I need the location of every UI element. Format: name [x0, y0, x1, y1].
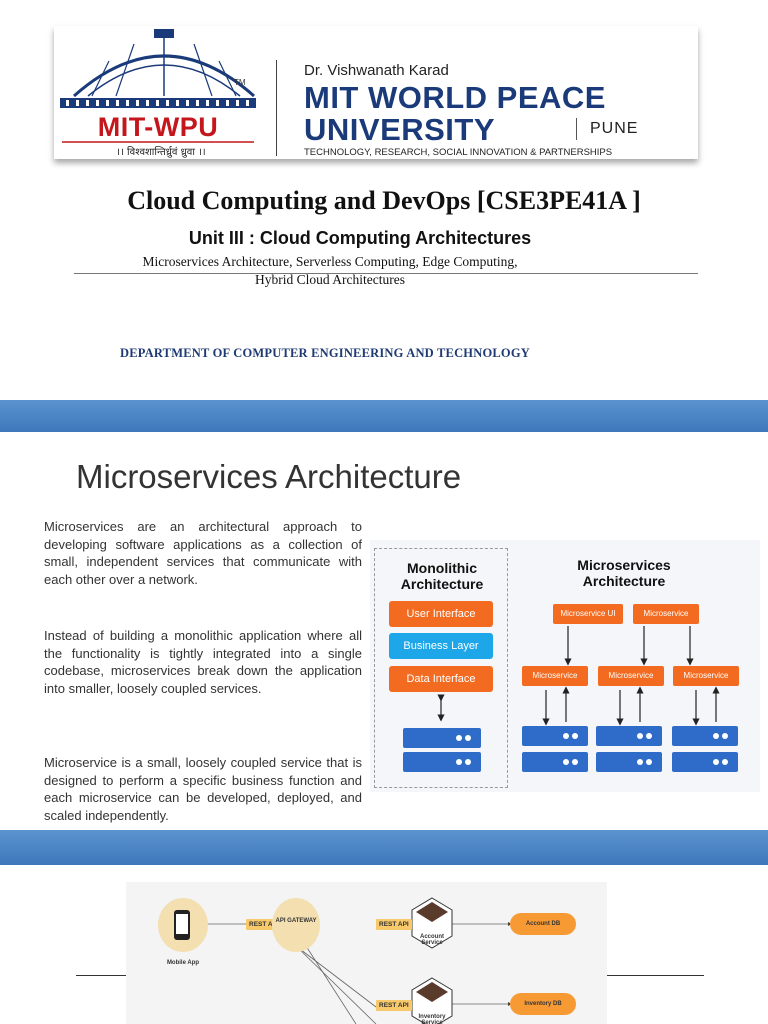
university-tagline: TECHNOLOGY, RESEARCH, SOCIAL INNOVATION …: [304, 147, 613, 158]
monolith-vs-microservices-diagram: Monolithic Architecture User Interface B…: [370, 540, 760, 792]
server-icon: [672, 726, 738, 746]
layer-data-interface: Data Interface: [389, 666, 493, 692]
microservice-box-3: Microservice: [673, 666, 739, 686]
slide-rule-right: [607, 975, 704, 976]
city-divider: [576, 118, 577, 140]
layer-business: Business Layer: [389, 633, 493, 659]
topics-line-2: Hybrid Cloud Architectures: [255, 272, 405, 287]
paragraph-definition: Microservices are an architectural appro…: [44, 519, 362, 587]
unit-topics: Microservices Architecture, Serverless C…: [0, 253, 660, 289]
slide-separator-band: [0, 400, 768, 432]
paragraph-microservice: Microservice is a small, loosely coupled…: [44, 755, 362, 823]
server-icon: [596, 752, 662, 772]
dome-logo-icon: [60, 29, 256, 143]
university-founder: Dr. Vishwanath Karad: [304, 62, 449, 79]
server-icon: [672, 752, 738, 772]
topics-rule: [74, 273, 698, 274]
paragraph-comparison: Instead of building a monolithic applica…: [44, 628, 362, 696]
api-gateway-node: [272, 898, 320, 952]
mobile-app-label: Mobile App: [166, 960, 200, 966]
server-icon: [596, 726, 662, 746]
server-icon: [403, 728, 481, 748]
api-gateway-diagram: Mobile App REST API API GATEWAY REST API…: [126, 882, 607, 1024]
university-banner: TM MIT-WPU ।। विश्वशान्तिर्ध्रुवं ध्रुवा…: [54, 26, 698, 159]
course-title: Cloud Computing and DevOps [CSE3PE41A ]: [127, 186, 641, 215]
topics-line-1: Microservices Architecture, Serverless C…: [142, 254, 518, 269]
monolith-title: Monolithic Architecture: [400, 560, 484, 592]
server-icon: [403, 752, 481, 772]
university-name-line1: MIT WORLD PEACE: [304, 80, 606, 115]
logo-wordmark: MIT-WPU: [97, 112, 219, 142]
microservice-box-2: Microservice: [598, 666, 664, 686]
department-name: DEPARTMENT OF COMPUTER ENGINEERING AND T…: [120, 346, 530, 360]
account-service-label: Account Service: [420, 934, 444, 946]
server-icon: [522, 726, 588, 746]
rest-api-tag: REST API: [376, 1000, 412, 1011]
rest-api-tag: REST API: [246, 919, 282, 930]
inventory-db: Inventory DB: [510, 993, 576, 1015]
api-gateway-label: API GATEWAY: [275, 918, 317, 924]
microservice-ui-box: Microservice UI: [553, 604, 623, 624]
banner-divider: [276, 60, 277, 156]
microservices-title: Microservices Architecture: [577, 557, 671, 589]
trademark-mark: TM: [234, 78, 246, 87]
logo-motto: ।। विश्वशान्तिर्ध्रुवं ध्रुवा ।।: [116, 147, 206, 158]
account-db: Account DB: [510, 913, 576, 935]
university-name-line2: UNIVERSITY: [304, 112, 496, 147]
title-slide: TM MIT-WPU ।। विश्वशान्तिर्ध्रुवं ध्रुवा…: [0, 0, 768, 400]
slide-separator-band: [0, 830, 768, 865]
microservice-top-box: Microservice: [633, 604, 699, 624]
server-icon: [522, 752, 588, 772]
phone-icon: [174, 910, 190, 940]
layer-user-interface: User Interface: [389, 601, 493, 627]
slide-title: Microservices Architecture: [76, 458, 462, 495]
diagram-arrows: [437, 626, 720, 726]
slide-rule-left: [76, 975, 126, 976]
microservice-box-1: Microservice: [522, 666, 588, 686]
rest-api-tag: REST API: [376, 919, 412, 930]
university-city: PUNE: [590, 120, 639, 137]
unit-title: Unit III : Cloud Computing Architectures: [188, 228, 532, 248]
inventory-service-label: Inventory Service: [418, 1014, 446, 1024]
monolith-boundary: [374, 548, 508, 788]
gateway-connectors: [206, 897, 512, 1024]
